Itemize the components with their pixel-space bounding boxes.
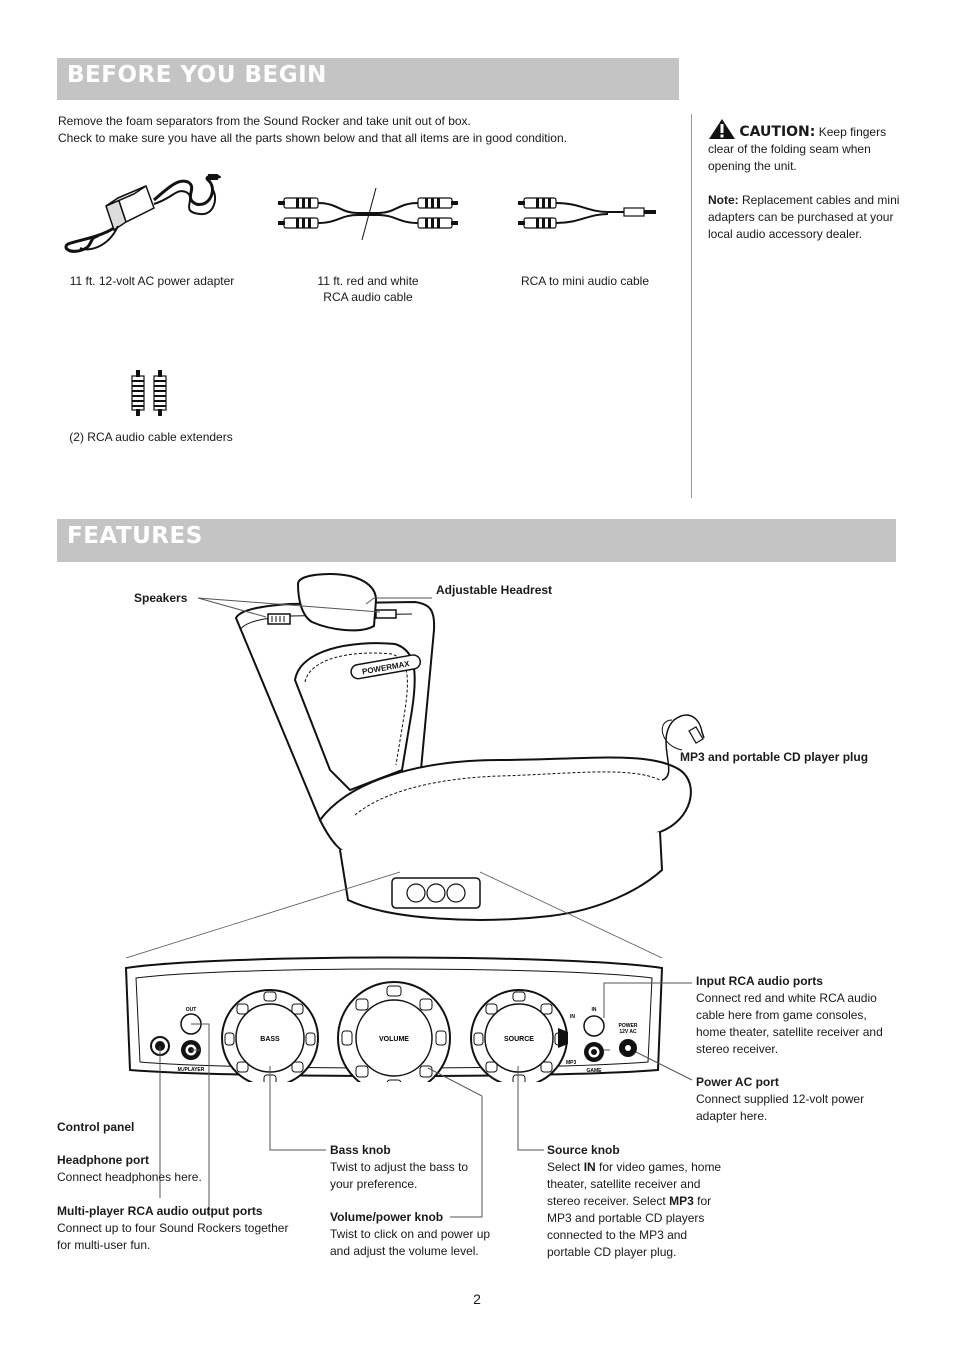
- panel-in-label: IN: [570, 1014, 575, 1020]
- bass-title: Bass knob: [330, 1143, 391, 1157]
- panel-game-label: GAME: [587, 1068, 603, 1074]
- multiplayer-title: Multi-player RCA audio output ports: [57, 1204, 263, 1218]
- intro-line-2: Check to make sure you have all the part…: [58, 131, 567, 145]
- multiplayer-callout: Multi-player RCA audio output ports Conn…: [57, 1203, 305, 1254]
- page-number: 2: [473, 1291, 481, 1307]
- rca-cable-illustration: [278, 188, 458, 240]
- before-you-begin-banner: BEFORE YOU BEGIN: [57, 58, 679, 100]
- chair-illustration: POWERMAX: [234, 573, 705, 921]
- before-you-begin-title: BEFORE YOU BEGIN: [67, 62, 327, 88]
- panel-volume-label: VOLUME: [379, 1036, 409, 1043]
- source-text-post: for MP3 and portable CD players connecte…: [547, 1194, 712, 1259]
- features-title: FEATURES: [67, 523, 203, 549]
- rca-extenders-illustration: [131, 370, 167, 416]
- panel-bass-label: BASS: [260, 1036, 280, 1043]
- note-text: Replacement cables and mini adapters can…: [708, 193, 900, 241]
- warning-icon: [709, 119, 735, 139]
- rca-to-mini-illustration: [518, 197, 656, 229]
- control-panel-label: Control panel: [57, 1120, 135, 1134]
- headphone-text: Connect headphones here.: [57, 1170, 202, 1184]
- panel-mp3-label: MP3: [566, 1060, 577, 1066]
- volume-title: Volume/power knob: [330, 1210, 444, 1224]
- input-rca-title: Input RCA audio ports: [696, 974, 823, 988]
- bass-callout: Bass knob Twist to adjust the bass to yo…: [330, 1142, 480, 1193]
- control-panel-illustration: OUT M./PLAYER BASS VOLUME SOURCE IN MP3 …: [124, 956, 664, 1082]
- panel-mplayer-label: M./PLAYER: [178, 1067, 205, 1073]
- power-ac-callout: Power AC port Connect supplied 12-volt p…: [696, 1074, 886, 1125]
- rca-extenders-caption: (2) RCA audio cable extenders: [69, 430, 233, 444]
- note-label: Note:: [708, 193, 739, 207]
- intro-line-1: Remove the foam separators from the Soun…: [58, 114, 471, 128]
- multiplayer-text: Connect up to four Sound Rockers togethe…: [57, 1221, 289, 1252]
- caution-text: Keep fingers clear of the folding seam w…: [708, 125, 887, 173]
- panel-out-label: OUT: [186, 1007, 197, 1013]
- features-banner: FEATURES: [57, 519, 896, 562]
- caution-block: CAUTION: Keep fingers clear of the foldi…: [708, 118, 903, 243]
- column-divider: [691, 114, 692, 498]
- source-text-pre: Select: [547, 1160, 581, 1174]
- volume-text: Twist to click on and power up and adjus…: [330, 1227, 491, 1258]
- source-callout: Source knob Select IN for video games, h…: [547, 1142, 723, 1261]
- source-title: Source knob: [547, 1143, 620, 1157]
- mp3-plug-label: MP3 and portable CD player plug: [680, 750, 869, 764]
- upper-leader-lines: [125, 597, 663, 959]
- panel-power-label-1: POWER: [619, 1023, 638, 1029]
- power-adapter-illustration: [64, 174, 222, 253]
- rca-cable-caption-line-2: RCA audio cable: [323, 290, 413, 304]
- source-mp3: MP3: [669, 1194, 694, 1208]
- rca-cable-caption: 11 ft. red and white RCA audio cable: [290, 273, 446, 305]
- source-in: IN: [583, 1160, 596, 1174]
- input-rca-text: Connect red and white RCA audio cable he…: [696, 991, 883, 1056]
- caution-label: CAUTION:: [739, 124, 816, 140]
- bass-text: Twist to adjust the bass to your prefere…: [330, 1160, 469, 1191]
- rca-cable-caption-line-1: 11 ft. red and white: [317, 274, 419, 288]
- power-adapter-caption: 11 ft. 12-volt AC power adapter: [69, 274, 235, 288]
- power-ac-title: Power AC port: [696, 1075, 779, 1089]
- input-rca-callout: Input RCA audio ports Connect red and wh…: [696, 973, 900, 1058]
- headphone-callout: Headphone port Connect headphones here.: [57, 1152, 257, 1186]
- power-ac-text: Connect supplied 12-volt power adapter h…: [696, 1092, 865, 1123]
- panel-source-label: SOURCE: [504, 1036, 534, 1043]
- panel-power-label-2: 12V AC: [619, 1029, 637, 1035]
- panel-in-port-label: IN: [592, 1007, 597, 1013]
- headphone-title: Headphone port: [57, 1153, 149, 1167]
- speakers-label: Speakers: [134, 591, 188, 605]
- headrest-label: Adjustable Headrest: [436, 583, 553, 597]
- source-text-mid: for video games, home theater, satellite…: [547, 1160, 722, 1208]
- volume-callout: Volume/power knob Twist to click on and …: [330, 1209, 500, 1260]
- rca-to-mini-caption: RCA to mini audio cable: [520, 274, 650, 288]
